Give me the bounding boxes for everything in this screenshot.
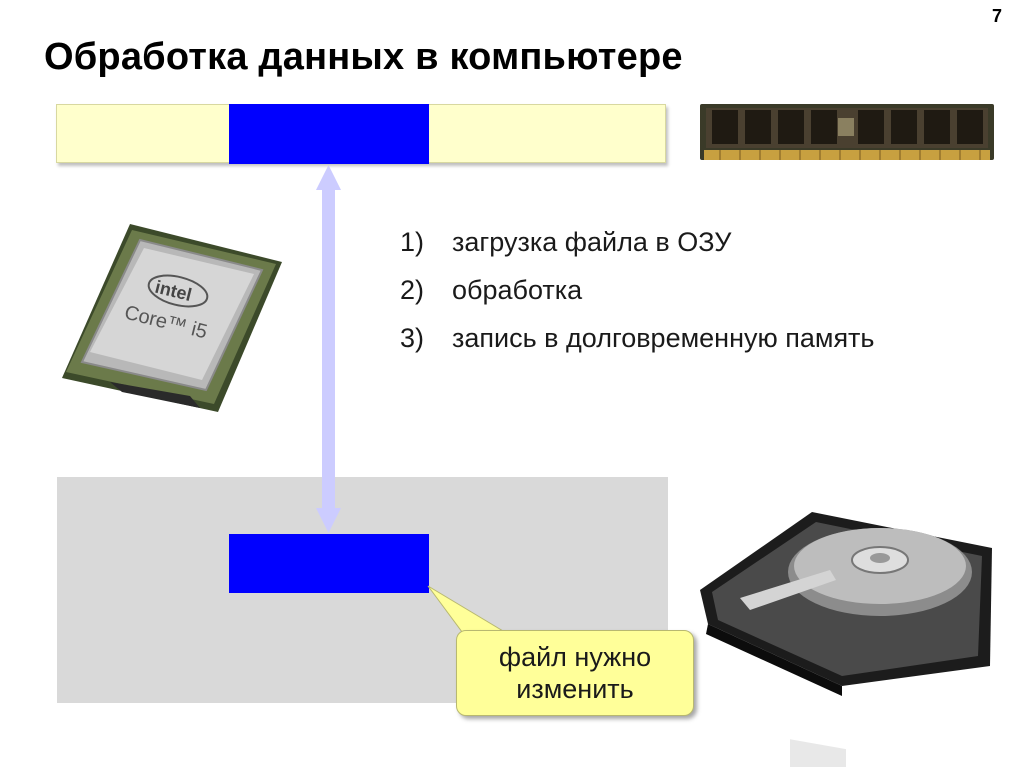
callout-box: файл нужно изменить xyxy=(456,630,694,716)
step-text: обработка xyxy=(452,274,882,306)
step-text: загрузка файла в ОЗУ xyxy=(452,226,882,258)
cpu-chip-icon: intel Core™ i5 xyxy=(62,224,282,412)
step-text: запись в долговременную память xyxy=(452,322,882,354)
hard-disk-icon xyxy=(700,512,992,767)
step-item: 3) запись в долговременную память xyxy=(400,322,882,354)
double-arrow-icon xyxy=(316,165,341,533)
step-item: 1) загрузка файла в ОЗУ xyxy=(400,226,882,258)
step-number: 1) xyxy=(400,226,452,258)
step-number: 3) xyxy=(400,322,452,354)
step-item: 2) обработка xyxy=(400,274,882,306)
ram-module-icon xyxy=(700,104,994,160)
steps-list: 1) загрузка файла в ОЗУ 2) обработка 3) … xyxy=(400,226,882,370)
callout-text: файл нужно изменить xyxy=(475,641,675,705)
step-number: 2) xyxy=(400,274,452,306)
